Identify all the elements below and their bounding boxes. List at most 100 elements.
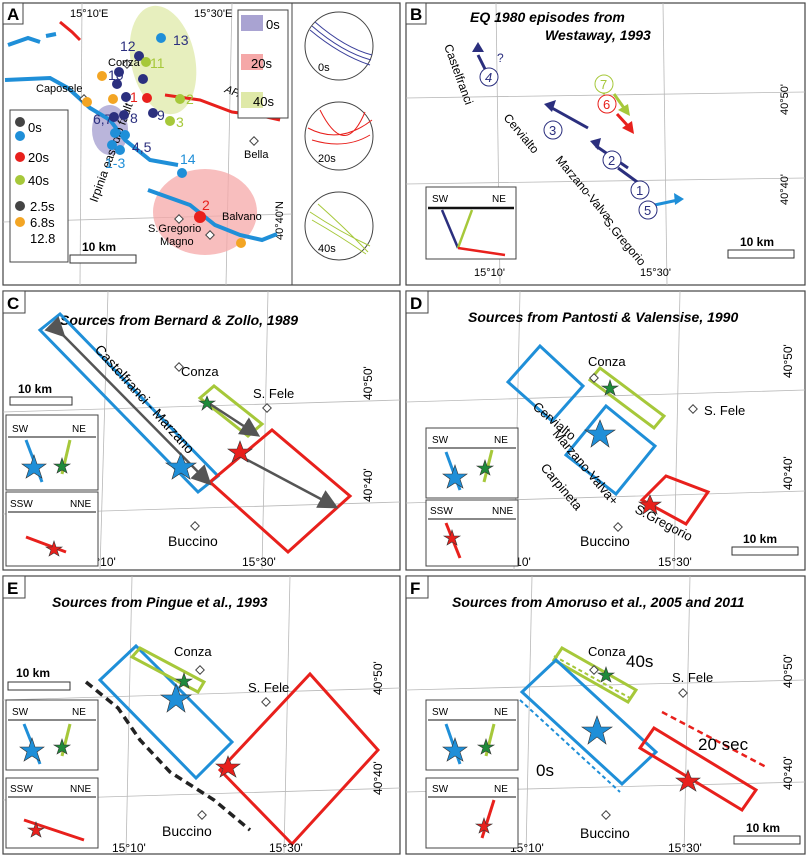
panel-b: B EQ 1980 episodes from Westaway, 1993 C… xyxy=(405,2,806,286)
svg-text:7: 7 xyxy=(600,77,607,92)
lat-label: 40°40' xyxy=(781,456,795,490)
time-label: 40s xyxy=(626,652,653,671)
svg-text:SSW: SSW xyxy=(10,499,33,510)
town-label: S. Fele xyxy=(253,386,294,401)
town-label: Conza xyxy=(588,354,626,369)
svg-text:SSW: SSW xyxy=(430,506,453,517)
scale-bar: 10 km xyxy=(7,666,71,691)
svg-text:NNE: NNE xyxy=(70,499,91,510)
fault-blue xyxy=(147,188,278,243)
svg-text:NNE: NNE xyxy=(70,784,91,795)
svg-text:8: 8 xyxy=(130,110,138,126)
lat-label: 40°50' xyxy=(371,661,385,695)
inset-top: SW NE xyxy=(425,699,519,771)
town-label: Balvano xyxy=(222,211,262,223)
epicenter-star-green xyxy=(174,672,194,689)
svg-text:SW: SW xyxy=(432,784,449,795)
source-rect-red xyxy=(637,725,759,813)
source-rect-green xyxy=(129,646,207,694)
svg-text:11: 11 xyxy=(150,55,165,71)
svg-text:?: ? xyxy=(497,51,504,65)
panel-d: D Sources from Pantosti & Valensise, 199… xyxy=(405,290,806,571)
event-labels: 13 12 11 10 1 2 3 9 6,7 8 4,5 1-3 14 2 xyxy=(93,32,210,213)
source-rect-blue xyxy=(519,657,659,787)
source-rect-red xyxy=(207,428,353,555)
panel-c: C Sources from Bernard & Zollo, 1989 Cas… xyxy=(2,290,401,571)
fault-red xyxy=(59,20,82,42)
panel-a: A 15°10'E 15°30'E 40°40'N Conza Caposel xyxy=(2,2,401,286)
epicenter-star-red xyxy=(675,769,701,792)
stereonets: 0s 20s 40s xyxy=(304,11,374,261)
lon-label: 15°30' xyxy=(640,267,671,279)
svg-text:10 km: 10 km xyxy=(82,240,116,254)
svg-text:1: 1 xyxy=(130,89,138,105)
source-rect-red xyxy=(639,474,711,526)
lon-label: 15°10' xyxy=(474,267,505,279)
panel-letter: B xyxy=(410,5,422,24)
svg-text:SW: SW xyxy=(432,194,449,205)
town-markers xyxy=(79,59,259,240)
town-label: Buccino xyxy=(162,823,212,839)
svg-text:NE: NE xyxy=(494,784,508,795)
inset-bottom: SSW NNE xyxy=(5,777,99,849)
svg-text:20s: 20s xyxy=(318,153,336,165)
source-rect-green xyxy=(587,365,667,431)
svg-text:1: 1 xyxy=(636,183,643,198)
svg-text:10 km: 10 km xyxy=(746,821,780,835)
lat-label: 40°40' xyxy=(779,174,791,205)
lon-label: 15°10' xyxy=(112,841,146,855)
lat-label: 40°50' xyxy=(781,654,795,688)
svg-text:NE: NE xyxy=(494,707,508,718)
epicenter-star-red xyxy=(638,494,662,515)
lat-label: 40°50' xyxy=(779,84,791,115)
svg-text:6: 6 xyxy=(603,97,610,112)
svg-text:1-3: 1-3 xyxy=(105,155,125,171)
slip-arrow xyxy=(209,402,261,437)
svg-text:40s: 40s xyxy=(318,243,336,255)
legend-box: 0s 20s 40s 2.5s 6.8s 12.8 xyxy=(9,109,69,263)
svg-text:0s: 0s xyxy=(318,62,330,74)
source-rect-blue xyxy=(505,343,586,424)
time-label: 0s xyxy=(536,761,554,780)
panel-title: Sources from Pingue et al., 1993 xyxy=(52,594,268,610)
panel-title: Sources from Amoruso et al., 2005 and 20… xyxy=(452,594,745,610)
source-rect-green xyxy=(551,646,639,704)
panel-a-map-frame xyxy=(2,2,293,286)
fault-blue xyxy=(7,35,41,47)
inset-top: SW NE xyxy=(5,699,99,771)
svg-text:14: 14 xyxy=(180,151,196,167)
svg-text:10 km: 10 km xyxy=(16,666,50,680)
inset-bottom: SSW NNE xyxy=(5,491,99,567)
svg-text:0s: 0s xyxy=(266,17,280,32)
svg-text:20s: 20s xyxy=(28,150,49,165)
inset-bottom: SW NE xyxy=(425,777,519,849)
time-label: 20 sec xyxy=(698,735,749,754)
lon-label: 15°30' xyxy=(668,841,702,855)
lat-label: 40°40'N xyxy=(274,201,286,240)
panel-letter: E xyxy=(7,579,18,598)
svg-text:6,7: 6,7 xyxy=(93,111,113,127)
lat-label: 40°40' xyxy=(371,761,385,795)
epicenter-star-blue xyxy=(584,419,616,448)
svg-text:20s: 20s xyxy=(251,56,272,71)
panel-title: Westaway, 1993 xyxy=(545,27,651,43)
svg-text:NE: NE xyxy=(492,194,506,205)
scale-bar: 10 km xyxy=(733,821,801,845)
town-label: S. Fele xyxy=(248,680,289,695)
inset-top: SW NE xyxy=(425,427,519,499)
svg-text:SW: SW xyxy=(12,707,29,718)
lon-label: 15°30' xyxy=(269,841,303,855)
lon-label: 15°30' xyxy=(242,555,276,569)
svg-text:0s: 0s xyxy=(28,120,42,135)
town-label: Buccino xyxy=(168,533,218,549)
lon-label: 15°30' xyxy=(658,555,692,569)
svg-text:10 km: 10 km xyxy=(18,382,52,396)
svg-text:2: 2 xyxy=(186,91,194,107)
svg-text:4,5: 4,5 xyxy=(132,139,152,155)
zone-0s xyxy=(92,105,128,155)
epicenter-star-blue xyxy=(581,715,613,745)
svg-text:40s: 40s xyxy=(253,94,274,109)
town-label: Conza xyxy=(588,644,626,659)
town-label: S.Gregorio xyxy=(148,223,201,235)
epicenter-star-green xyxy=(600,379,620,396)
